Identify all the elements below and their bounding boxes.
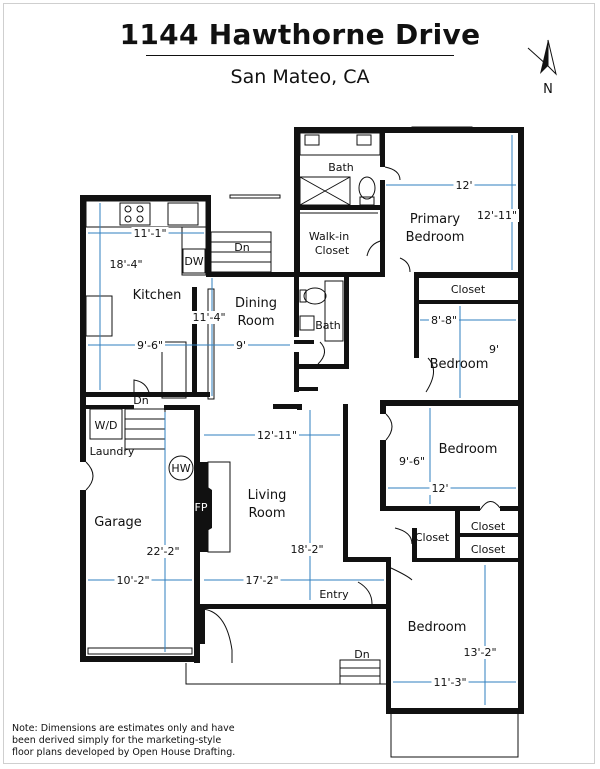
dim-bedroom3-width: 11'-3" (433, 676, 466, 689)
dim-garage-width: 10'-2" (116, 574, 149, 587)
dim-label-backing (233, 339, 249, 352)
label-dn-kitchen: Dn (234, 241, 249, 254)
page-subtitle: San Mateo, CA (230, 66, 370, 88)
dim-living-width: 12'-11" (257, 429, 297, 442)
dim-label-backing (254, 429, 300, 442)
label-closet-small: Closet (415, 531, 450, 544)
label-walkin-2: Closet (315, 244, 350, 257)
dim-label-backing (396, 455, 428, 468)
label-garage: Garage (94, 515, 142, 530)
walls (80, 127, 524, 714)
label-bedroom-right-1: Bedroom (430, 357, 489, 372)
dim-label-backing (461, 646, 499, 659)
dim-label-backing (429, 482, 451, 495)
label-water-heater: HW (171, 462, 190, 475)
label-living-1: Living (248, 488, 287, 503)
dim-label-backing (190, 311, 228, 324)
dim-bedroom1-height: 9' (489, 343, 499, 356)
dim-kitchen-width-2: 9'-6" (137, 339, 163, 352)
dim-kitchen-height: 18'-4" (109, 258, 142, 271)
fixtures (81, 126, 524, 758)
dim-dining-width: 9' (236, 339, 246, 352)
label-living-2: Room (248, 506, 285, 521)
dim-garage-height: 22'-2" (146, 545, 179, 558)
label-bath-upper: Bath (328, 161, 354, 174)
label-fireplace: FP (195, 501, 208, 514)
dim-dining-height: 11'-4" (192, 311, 225, 324)
title-rule (146, 55, 454, 56)
label-primary-bedroom-2: Bedroom (406, 230, 465, 245)
compass-label: N (543, 82, 553, 97)
dim-label-backing (486, 343, 502, 356)
page-title: 1144 Hawthorne Drive (119, 18, 481, 51)
label-walkin-1: Walk-in (309, 230, 349, 243)
label-washer-dryer: W/D (94, 419, 117, 432)
label-closet-top: Closet (451, 283, 486, 296)
dim-bedroom3-height: 13'-2" (463, 646, 496, 659)
room-labels: Primary Bedroom Bath Walk-in Closet Kitc… (90, 161, 506, 661)
dim-label-backing (131, 227, 169, 240)
label-dining-1: Dining (235, 296, 277, 311)
page-border (3, 3, 595, 764)
dim-label-backing (144, 545, 182, 558)
label-kitchen: Kitchen (133, 288, 182, 303)
dim-bedroom2-width: 12' (431, 482, 448, 495)
dim-living-height: 18'-2" (290, 543, 323, 556)
label-dishwasher: DW (184, 255, 203, 268)
label-closet-right-1: Closet (471, 520, 506, 533)
north-arrow-icon (527, 39, 557, 76)
label-entry: Entry (319, 588, 349, 601)
dim-label-backing (134, 339, 166, 352)
dim-label-backing (288, 543, 326, 556)
label-bedroom-right-2: Bedroom (439, 442, 498, 457)
dim-label-backing (453, 179, 475, 192)
dim-bedroom1-width: 8'-8" (431, 314, 457, 327)
dim-living-width-2: 17'-2" (245, 574, 278, 587)
dim-primary-width: 12' (455, 179, 472, 192)
label-primary-bedroom-1: Primary (410, 212, 461, 227)
dim-label-backing (428, 314, 460, 327)
dim-kitchen-width: 11'-1" (133, 227, 166, 240)
label-dn-laundry: Dn (133, 394, 148, 407)
label-dn-entry: Dn (354, 648, 369, 661)
label-laundry: Laundry (90, 445, 135, 458)
label-dining-2: Room (237, 314, 274, 329)
label-bath-lower: Bath (315, 319, 341, 332)
dim-label-backing (474, 209, 520, 222)
label-closet-right-2: Closet (471, 543, 506, 556)
dim-label-backing (114, 574, 152, 587)
disclaimer-note: Note: Dimensions are estimates only and … (12, 723, 236, 758)
dim-label-backing (431, 676, 469, 689)
dim-label-backing (107, 258, 145, 271)
dimension-lines (88, 135, 516, 705)
dim-bedroom2-height: 9'-6" (399, 455, 425, 468)
dim-label-backing (243, 574, 281, 587)
dim-primary-height: 12'-11" (477, 209, 517, 222)
label-bedroom-bottom: Bedroom (408, 620, 467, 635)
dimension-labels: 12' 12'-11" 11'-1" 18'-4" 11'-4" 9'-6" 9… (107, 179, 520, 689)
